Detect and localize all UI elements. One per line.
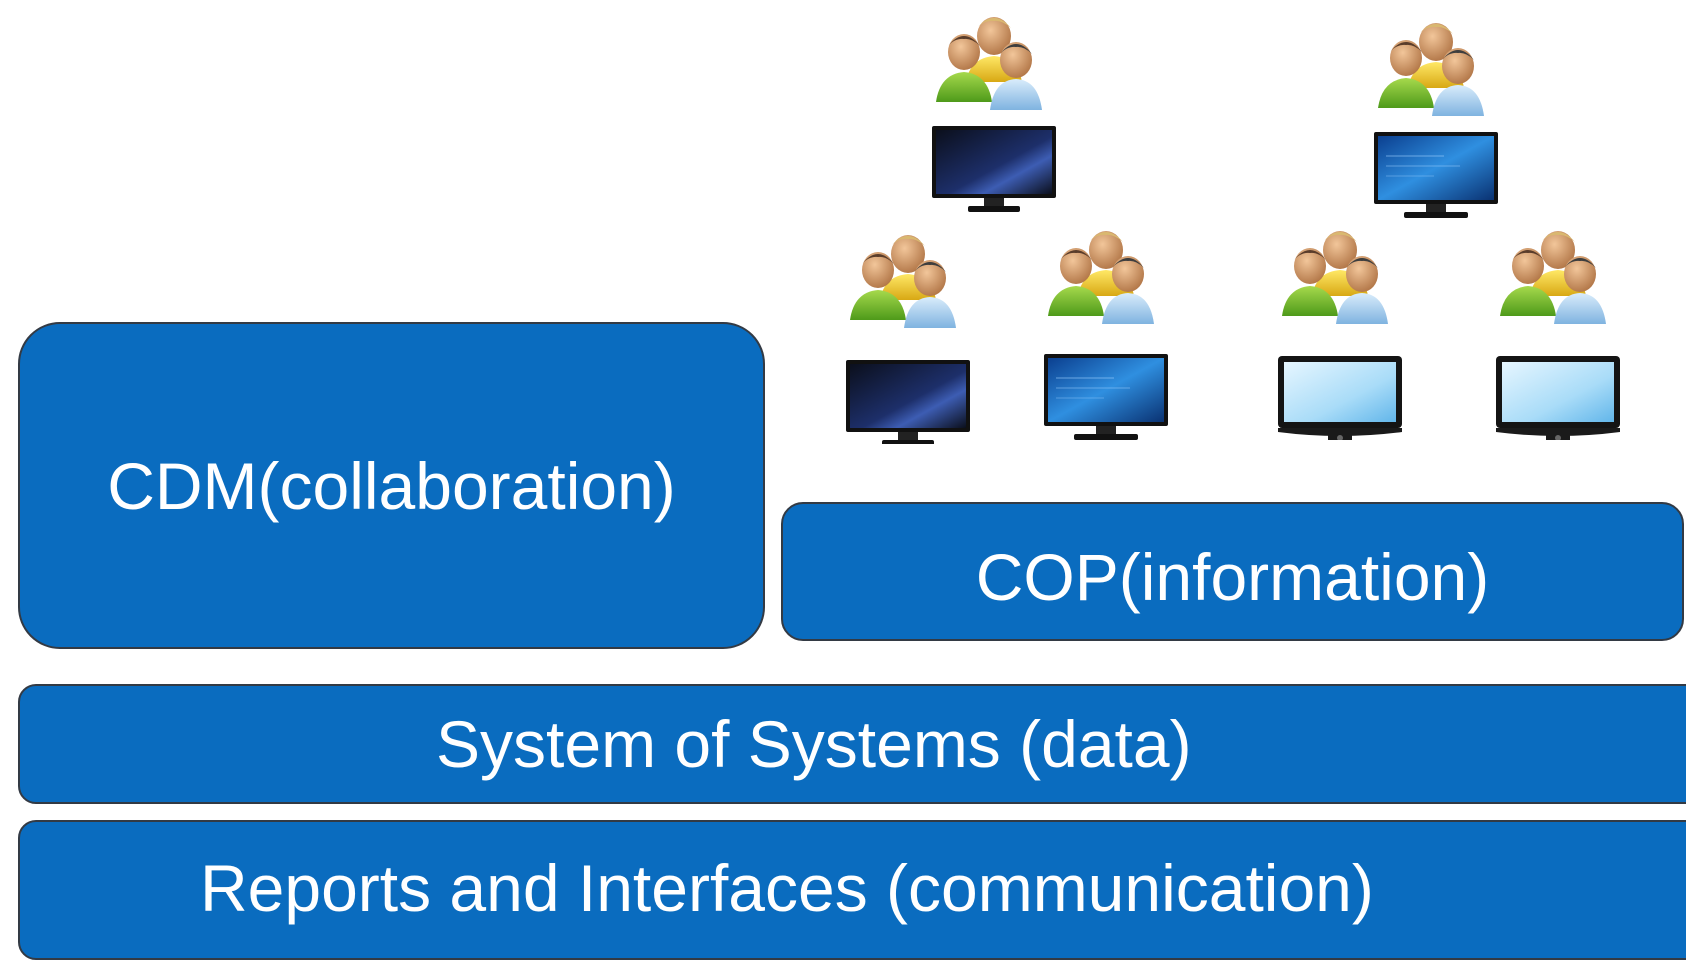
tv-monitor-icon [1496, 356, 1620, 440]
users-group-icon [1282, 231, 1388, 324]
blue-screen-monitor-icon [1043, 353, 1169, 440]
reports-interfaces-layer-label: Reports and Interfaces (communication) [200, 851, 1374, 925]
reports-interfaces-layer-box: Reports and Interfaces (communication) [18, 820, 1686, 960]
users-group-icon [850, 235, 956, 328]
tv-monitor-icon [1278, 356, 1402, 440]
dark-monitor-icon [932, 126, 1056, 212]
cdm-layer-label: CDM(collaboration) [107, 448, 676, 523]
users-group-icon [936, 17, 1042, 110]
workstation-bottom-3 [1268, 220, 1418, 440]
workstation-bottom-2 [1034, 220, 1184, 440]
users-group-icon [1500, 231, 1606, 324]
workstation-top-1 [922, 6, 1072, 226]
cdm-layer-box: CDM(collaboration) [18, 322, 765, 649]
workstation-bottom-1 [836, 224, 986, 444]
blue-screen-monitor-icon [1373, 131, 1499, 219]
workstation-top-2 [1364, 12, 1514, 232]
users-group-icon [1378, 23, 1484, 116]
dark-monitor-icon [846, 360, 970, 444]
system-of-systems-layer-label: System of Systems (data) [436, 707, 1192, 781]
cop-layer-box: COP(information) [781, 502, 1684, 641]
workstation-bottom-4 [1486, 220, 1636, 440]
cop-layer-label: COP(information) [975, 539, 1490, 614]
system-of-systems-layer-box: System of Systems (data) [18, 684, 1686, 804]
users-group-icon [1048, 231, 1154, 324]
